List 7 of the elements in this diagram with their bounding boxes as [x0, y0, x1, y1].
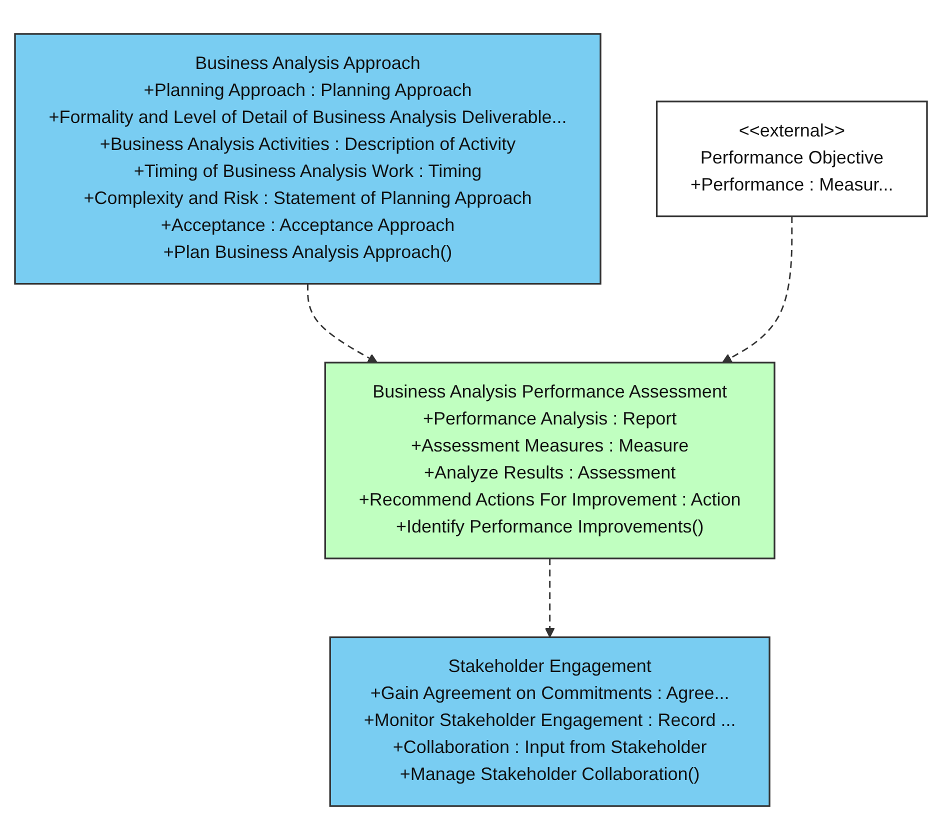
- arrow: [722, 216, 793, 364]
- arrow: [307, 284, 378, 364]
- node-box: Stakeholder Engagement +Gain Agreement on Commitments : Agree... +Monitor Stakeholder Engagement : Record ... +Collaboration : Input from Stakeholder +Manage Stakeholder Collaboration(): [329, 636, 770, 807]
- arrow: [544, 558, 555, 638]
- node-box: <<external>> Performance Objective +Performance : Measur...: [656, 100, 928, 218]
- node-box: Business Analysis Performance Assessment +Performance Analysis : Report +Assessment Measures : Measure +Analyze Results : Assessment +Recommend Actions For Improvement : Action +Identify Performance Improvements(): [324, 362, 776, 560]
- node-box: Business Analysis Approach +Planning Approach : Planning Approach +Formality and Level of Detail of Business Analysis Deliverable... +Business Analysis Activities : Description of Activity +Timing of Business Analysis Work : Timing +Complexity and Risk : Statement of Planning Approach +Acceptance : Acceptance Approach +Plan Business Analysis Approach(): [14, 33, 602, 285]
